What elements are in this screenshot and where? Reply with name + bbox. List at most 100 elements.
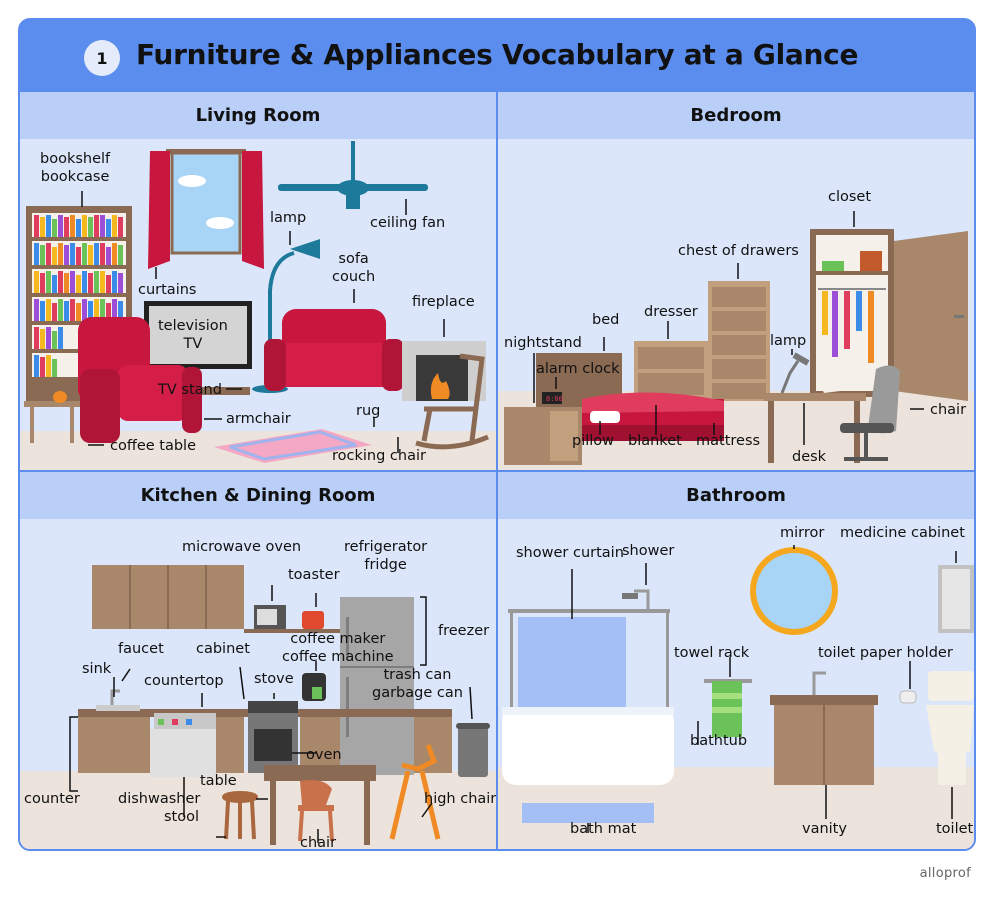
label-desk: desk xyxy=(792,449,827,465)
living-room-illustration xyxy=(20,141,496,470)
label-nightstand: nightstand xyxy=(504,335,582,351)
label-mattress: mattress xyxy=(696,433,761,449)
label-chair-kitchen: chair xyxy=(300,835,337,851)
label-bookshelf: bookshelf bookcase xyxy=(40,151,111,185)
label-freezer: freezer xyxy=(438,623,490,639)
label-chair-bedroom: chair xyxy=(930,402,967,418)
infographic-card: 1 Furniture & Appliances Vocabulary at a… xyxy=(18,18,976,851)
scene-bathroom: shower curtain shower mirror medicine ca… xyxy=(498,521,974,849)
label-coffee-table: coffee table xyxy=(110,438,197,454)
ceiling-fan-illustration xyxy=(278,141,428,209)
label-tv-stand: TV stand xyxy=(158,382,222,398)
label-sink: sink xyxy=(82,661,112,677)
label-toaster: toaster xyxy=(288,567,340,583)
label-chest-of-drawers: chest of drawers xyxy=(678,243,799,259)
header-bar: 1 Furniture & Appliances Vocabulary at a… xyxy=(20,20,974,92)
label-table: table xyxy=(200,773,237,789)
microwave-illustration xyxy=(254,605,286,629)
label-shower: shower xyxy=(622,543,675,559)
label-towel-rack: towel rack xyxy=(674,645,750,661)
label-faucet: faucet xyxy=(118,641,164,657)
television-illustration xyxy=(144,301,252,395)
label-microwave-oven: microwave oven xyxy=(182,539,302,555)
vanity-illustration xyxy=(770,671,878,785)
label-stool: stool xyxy=(164,809,200,825)
label-fireplace: fireplace xyxy=(412,294,475,310)
kitchen-illustration xyxy=(20,565,496,849)
panel-title-living-room: Living Room xyxy=(20,92,496,139)
label-high-chair: high chair xyxy=(424,791,496,807)
label-shower-curtain: shower curtain xyxy=(516,545,624,561)
label-stove: stove xyxy=(254,671,294,687)
svg-text:8:00: 8:00 xyxy=(546,395,563,403)
label-lamp: lamp xyxy=(270,210,307,226)
rug-illustration xyxy=(214,429,372,463)
label-lamp-bedroom: lamp xyxy=(770,333,807,349)
refrigerator-illustration xyxy=(340,597,414,775)
label-sofa: sofa couch xyxy=(332,251,376,285)
label-countertop: countertop xyxy=(144,673,224,689)
bathroom-illustration xyxy=(498,545,974,849)
panel-title-bedroom: Bedroom xyxy=(498,92,974,139)
scene-living-room: bookshelf bookcase curtains lamp ceiling… xyxy=(20,141,496,470)
label-medicine-cabinet: medicine cabinet xyxy=(840,525,965,541)
dresser-illustration xyxy=(634,341,708,399)
fireplace-illustration xyxy=(402,341,486,401)
label-closet: closet xyxy=(828,189,872,205)
stove-illustration xyxy=(248,701,298,773)
label-blanket: blanket xyxy=(628,433,682,449)
office-chair-illustration xyxy=(840,365,900,461)
dining-chair-illustration xyxy=(298,780,334,842)
bath-mat-illustration xyxy=(522,803,654,823)
label-television: television TV xyxy=(158,318,228,352)
panel-living-room: Living Room xyxy=(20,92,496,470)
label-dishwasher: dishwasher xyxy=(118,791,201,807)
brand-logo-text: alloprof xyxy=(919,866,971,881)
label-dresser: dresser xyxy=(644,304,698,320)
rocking-chair-illustration xyxy=(415,353,489,450)
bed-illustration xyxy=(536,353,724,441)
toaster-illustration xyxy=(302,611,324,629)
label-rocking-chair: rocking chair xyxy=(332,448,426,464)
label-toilet: toilet xyxy=(936,821,974,837)
dishwasher-illustration xyxy=(150,713,216,777)
nightstand-illustration: 8:00 xyxy=(504,392,582,465)
closet-illustration xyxy=(810,229,968,401)
armchair-illustration xyxy=(78,317,202,443)
dining-table-illustration xyxy=(264,765,376,845)
label-counter: counter xyxy=(24,791,80,807)
coffee-table-illustration xyxy=(24,391,80,443)
label-mirror: mirror xyxy=(780,525,825,541)
upper-cabinets-illustration xyxy=(92,565,340,633)
towel-rack-illustration xyxy=(704,679,752,737)
panel-title-bathroom: Bathroom xyxy=(498,472,974,519)
living-leader-lines xyxy=(81,191,445,453)
chest-of-drawers-illustration xyxy=(708,281,770,401)
toilet-illustration xyxy=(926,671,974,785)
kitchen-leader-lines xyxy=(69,585,473,843)
label-vanity: vanity xyxy=(802,821,847,837)
mirror-illustration xyxy=(750,547,838,635)
panel-title-kitchen: Kitchen & Dining Room xyxy=(20,472,496,519)
coffee-machine-illustration xyxy=(302,673,326,701)
panel-kitchen: Kitchen & Dining Room xyxy=(20,472,496,851)
trash-can-illustration xyxy=(456,723,490,777)
stool-illustration xyxy=(222,791,258,840)
section-number-badge: 1 xyxy=(84,40,120,76)
panel-bathroom: Bathroom xyxy=(498,472,974,849)
label-trash-can: trash can garbage can xyxy=(372,667,463,701)
panel-bedroom: Bedroom xyxy=(498,92,974,470)
sink-illustration xyxy=(96,689,140,711)
window-illustration xyxy=(148,149,264,269)
label-bathtub: bathtub xyxy=(690,733,748,749)
desk-lamp-illustration xyxy=(780,352,810,394)
page-title: Furniture & Appliances Vocabulary at a G… xyxy=(136,38,859,71)
label-curtains: curtains xyxy=(138,282,197,298)
scene-bedroom: 8:00 xyxy=(498,141,974,470)
label-bed: bed xyxy=(592,312,620,328)
label-bath-mat: bath mat xyxy=(570,821,637,837)
bedroom-leader-lines xyxy=(533,211,924,445)
label-pillow: pillow xyxy=(572,433,615,449)
bathroom-leader-lines xyxy=(571,545,957,833)
label-coffee-maker: coffee maker coffee machine xyxy=(282,631,394,665)
